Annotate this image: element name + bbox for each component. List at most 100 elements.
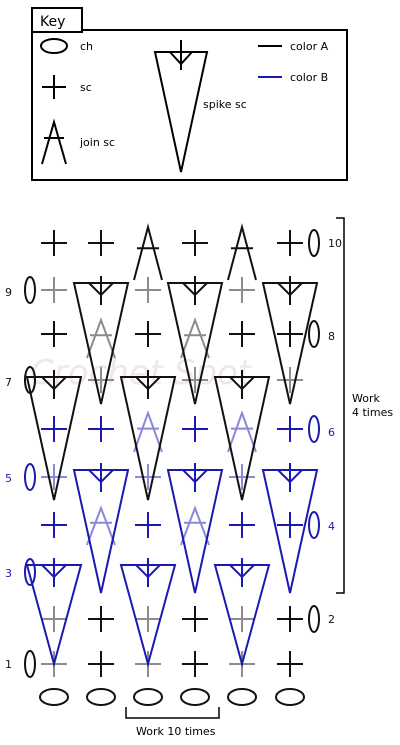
single-crochet-mark <box>182 230 208 256</box>
spike-sc-top-mark <box>277 463 303 492</box>
turning-chain-mark <box>24 650 36 678</box>
turning-chain-mark <box>24 366 36 394</box>
spike-sc-top-mark <box>182 276 208 305</box>
spike-sc-top-mark <box>41 558 67 587</box>
watermark: Crochet Spot <box>30 353 253 393</box>
row-number-5: 5 <box>5 472 12 485</box>
single-crochet-mark <box>135 277 161 303</box>
chain-mark <box>133 688 163 706</box>
single-crochet-mark <box>135 512 161 538</box>
row-number-9: 9 <box>5 286 12 299</box>
single-crochet-mark <box>182 651 208 677</box>
spike-sc-top-mark <box>277 276 303 305</box>
single-crochet-mark <box>88 651 114 677</box>
single-crochet-mark <box>182 367 208 393</box>
join-sc-mark <box>227 410 257 453</box>
single-crochet-mark <box>88 230 114 256</box>
single-crochet-mark <box>229 464 255 490</box>
repeat-bracket-bottom <box>125 707 220 719</box>
single-crochet-mark <box>41 464 67 490</box>
join-sc-mark <box>86 317 116 359</box>
chain-mark <box>180 688 210 706</box>
repeat-times-label: 4 times <box>352 406 393 419</box>
key-spike-sc-label: spike sc <box>203 98 247 111</box>
spike-sc-top-mark <box>41 370 67 399</box>
row-number-8: 8 <box>328 330 335 343</box>
row-numbers: 1 2 3 4 5 6 7 8 9 10 <box>5 237 342 671</box>
single-crochet-mark <box>88 606 114 632</box>
join-sc-mark <box>180 317 210 359</box>
chain-mark <box>86 688 116 706</box>
single-crochet-mark <box>229 512 255 538</box>
row-number-2: 2 <box>328 613 335 626</box>
spike-sc-top-mark <box>182 463 208 492</box>
spike-sc-top-mark <box>135 370 161 399</box>
turning-chain-mark <box>308 229 320 257</box>
key-title: Key <box>40 14 65 30</box>
turning-chain-mark <box>308 511 320 539</box>
repeat-bracket-right <box>336 217 345 594</box>
single-crochet-mark <box>41 277 67 303</box>
key-color-b-label: color B <box>290 71 328 84</box>
single-crochet-mark <box>41 416 67 442</box>
chain-mark <box>275 688 305 706</box>
single-crochet-mark <box>88 367 114 393</box>
single-crochet-mark <box>41 230 67 256</box>
join-sc-mark <box>227 223 257 281</box>
turning-chain-mark <box>24 463 36 491</box>
join-sc-mark <box>133 223 163 281</box>
row-number-10: 10 <box>328 237 342 250</box>
key-title-tab <box>31 7 83 33</box>
row-number-3: 3 <box>5 567 12 580</box>
spike-sc-top-mark <box>229 370 255 399</box>
single-crochet-mark <box>277 606 303 632</box>
join-sc-mark <box>86 505 116 546</box>
repeat-bottom-label: Work 10 times <box>136 725 216 738</box>
spike-sc-top-mark <box>88 463 114 492</box>
single-crochet-mark <box>135 464 161 490</box>
single-crochet-mark <box>277 512 303 538</box>
single-crochet-mark <box>229 321 255 347</box>
join-sc-mark <box>133 410 163 453</box>
key-join-sc-label: join sc <box>79 136 115 149</box>
repeat-work-label: Work <box>352 392 380 405</box>
turning-chain-mark <box>308 605 320 633</box>
single-crochet-mark <box>277 367 303 393</box>
single-crochet-mark <box>277 321 303 347</box>
spike-sc-icon <box>153 40 209 173</box>
single-crochet-mark <box>182 606 208 632</box>
single-crochet-mark <box>229 606 255 632</box>
turning-chain-mark <box>24 276 36 304</box>
spike-sc-top-mark <box>229 558 255 587</box>
single-crochet-mark <box>41 606 67 632</box>
single-crochet-mark <box>277 230 303 256</box>
chain-mark <box>39 688 69 706</box>
key-color-a-label: color A <box>290 40 329 53</box>
chain-mark <box>227 688 257 706</box>
key-ch-label: ch <box>80 40 93 53</box>
row-number-1: 1 <box>5 658 12 671</box>
row-number-7: 7 <box>5 376 12 389</box>
single-crochet-mark <box>277 651 303 677</box>
turning-chain-mark <box>308 320 320 348</box>
single-crochet-mark <box>41 512 67 538</box>
single-crochet-mark <box>182 416 208 442</box>
turning-chain-mark <box>308 415 320 443</box>
key-sc-label: sc <box>80 81 92 94</box>
key-panel: Key ch sc join sc spike sc color A color… <box>31 7 348 181</box>
single-crochet-mark <box>135 606 161 632</box>
spike-sc-top-mark <box>135 558 161 587</box>
stitch-chart <box>24 223 320 706</box>
row-number-6: 6 <box>328 426 335 439</box>
single-crochet-mark <box>229 277 255 303</box>
row-number-4: 4 <box>328 520 335 533</box>
spike-sc-top-mark <box>88 276 114 305</box>
single-crochet-mark <box>135 321 161 347</box>
chain-stitch-icon <box>40 38 68 54</box>
single-crochet-icon <box>42 75 66 99</box>
join-sc-icon <box>41 118 67 165</box>
turning-chain-mark <box>24 558 36 586</box>
single-crochet-mark <box>277 416 303 442</box>
single-crochet-mark <box>88 416 114 442</box>
